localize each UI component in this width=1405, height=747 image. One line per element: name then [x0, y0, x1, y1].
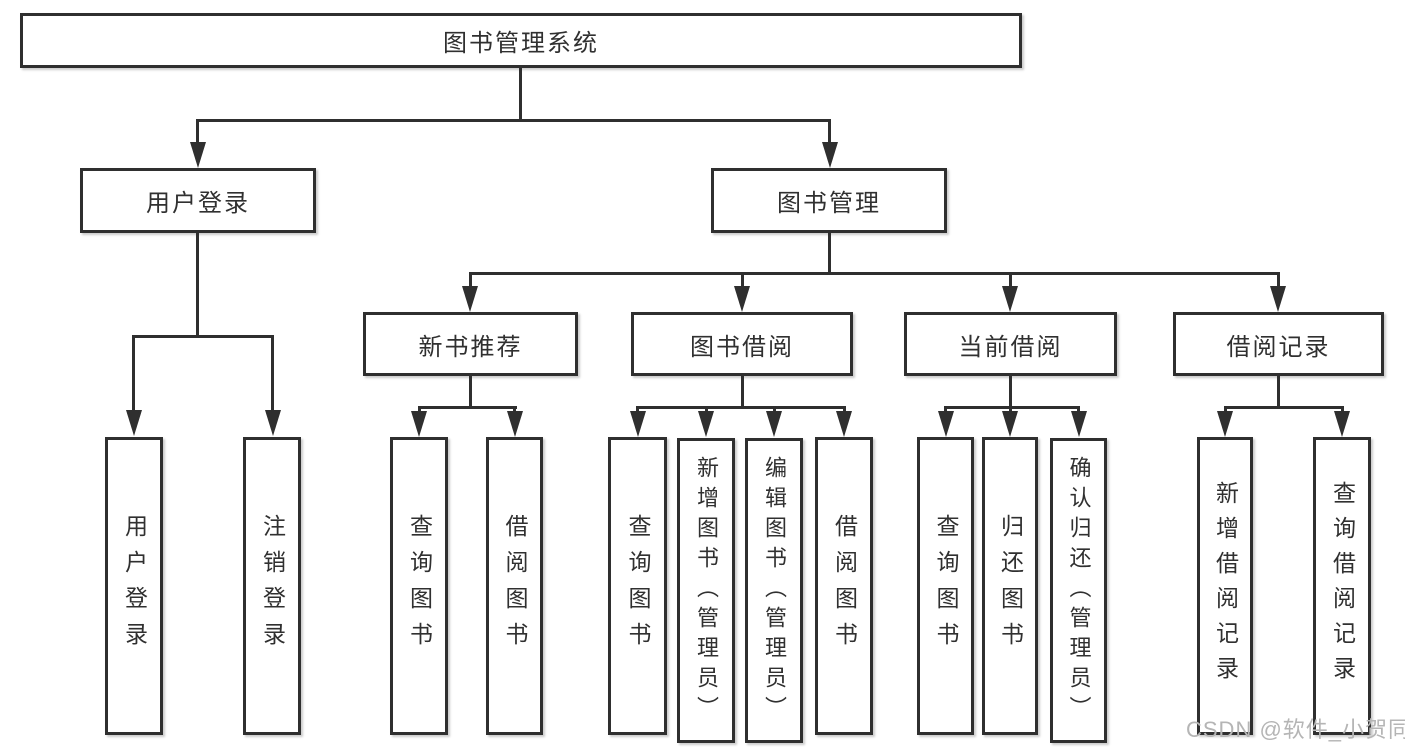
connector-current-borrow-stem	[1009, 376, 1012, 407]
connector-child-stem	[944, 406, 947, 414]
node-bb-add-books-admin: 新增图书（管理员）	[677, 438, 735, 743]
arrow-down-to-add-books	[698, 411, 714, 437]
node-label: 查询图书	[406, 514, 433, 658]
connector-current-borrow-split	[944, 406, 1080, 409]
connector-to-book-borrow-stem	[741, 272, 744, 288]
connector-user-login-stem	[196, 233, 199, 336]
connector-borrow-records-stem	[1277, 376, 1280, 407]
node-label: 归还图书	[997, 514, 1024, 658]
arrow-down-to-new-book-rec	[462, 286, 478, 312]
node-label: 查询图书	[625, 514, 651, 658]
connector-book-borrow-split	[636, 406, 846, 409]
connector-child-stem	[705, 406, 708, 414]
node-label: 图书管理系统	[443, 30, 599, 57]
connector-child-stem	[1009, 406, 1012, 414]
node-cb-confirm-return-admin: 确认归还（管理员）	[1050, 438, 1107, 743]
node-book-management: 图书管理	[711, 168, 947, 233]
connector-to-book-mgmt-stem	[828, 119, 831, 147]
arrow-down-to-borrow-books-2	[836, 411, 852, 437]
arrow-down-to-login-op	[126, 410, 142, 436]
node-label: 新增图书（管理员）	[694, 455, 719, 726]
node-bb-query-books: 查询图书	[608, 437, 667, 735]
node-label: 用户登录	[121, 514, 148, 658]
connector-to-login-op-stem	[132, 335, 135, 411]
connector-book-mgmt-stem	[828, 233, 831, 274]
arrow-down-to-query-books-1	[411, 411, 427, 437]
node-label: 查询借阅记录	[1329, 481, 1356, 691]
node-bb-edit-books-admin: 编辑图书（管理员）	[745, 438, 803, 743]
node-cb-return-books: 归还图书	[982, 437, 1038, 735]
node-label: 借阅图书	[831, 514, 858, 658]
connector-to-new-book-rec-stem	[469, 272, 472, 288]
connector-book-borrow-stem	[741, 376, 744, 407]
node-cb-query-books: 查询图书	[917, 437, 974, 735]
connector-root-split	[196, 119, 831, 122]
node-bb-borrow-books: 借阅图书	[815, 437, 873, 735]
connector-new-book-rec-split	[418, 406, 517, 409]
arrow-down-to-book-borrow	[734, 286, 750, 312]
connector-child-stem	[1341, 406, 1344, 414]
arrow-down-to-query-books-2	[630, 411, 646, 437]
arrow-down-to-current-borrow	[1002, 286, 1018, 312]
connector-to-borrow-records-stem	[1277, 272, 1280, 288]
arrow-down-to-logout-op	[265, 410, 281, 436]
arrow-down-to-user-login	[190, 142, 206, 168]
node-label: 图书借阅	[690, 333, 794, 361]
node-borrowing-records: 借阅记录	[1173, 312, 1384, 376]
connector-to-logout-op-stem	[271, 335, 274, 411]
node-book-borrowing: 图书借阅	[631, 312, 853, 376]
arrow-down-to-confirm-return	[1071, 411, 1087, 437]
node-new-book-recommendation: 新书推荐	[363, 312, 578, 376]
connector-user-login-split	[132, 335, 274, 338]
connector-child-stem	[843, 406, 846, 414]
connector-book-mgmt-split	[469, 272, 1280, 275]
arrow-down-to-query-books-3	[938, 411, 954, 437]
arrow-down-to-return-books	[1002, 411, 1018, 437]
node-label: 编辑图书（管理员）	[762, 455, 787, 726]
connector-root-stem	[519, 68, 522, 120]
node-user-login: 用户登录	[80, 168, 316, 233]
node-label: 新书推荐	[418, 333, 523, 361]
csdn-watermark: CSDN @软件_小贺同学	[1186, 717, 1405, 742]
node-user-login-operation: 用户登录	[105, 437, 163, 735]
node-rec-query-books: 查询图书	[390, 437, 448, 735]
node-label: 确认归还（管理员）	[1066, 455, 1092, 726]
node-label: 新增借阅记录	[1212, 481, 1239, 691]
arrow-down-to-query-record	[1334, 411, 1350, 437]
node-label: 查询图书	[933, 514, 959, 658]
connector-to-current-borrow-stem	[1009, 272, 1012, 288]
node-br-query-borrow-record: 查询借阅记录	[1313, 437, 1371, 735]
connector-to-user-login-stem	[196, 119, 199, 147]
connector-new-book-rec-stem	[469, 376, 472, 407]
node-rec-borrow-books: 借阅图书	[486, 437, 543, 735]
connector-child-stem	[418, 406, 421, 414]
connector-child-stem	[513, 406, 516, 414]
node-library-management-system: 图书管理系统	[20, 13, 1022, 68]
node-label: 借阅记录	[1226, 333, 1331, 361]
arrow-down-to-edit-books	[766, 411, 782, 437]
node-label: 借阅图书	[502, 514, 528, 658]
node-current-borrowing: 当前借阅	[904, 312, 1117, 376]
node-label: 注销登录	[259, 514, 286, 658]
arrow-down-to-borrow-books-1	[507, 411, 523, 437]
connector-child-stem	[773, 406, 776, 414]
node-label: 图书管理	[777, 190, 881, 217]
arrow-down-to-borrow-records	[1270, 286, 1286, 312]
node-logout-operation: 注销登录	[243, 437, 301, 735]
node-label: 当前借阅	[958, 333, 1063, 361]
connector-borrow-records-split	[1224, 406, 1344, 409]
arrow-down-to-book-mgmt	[822, 142, 838, 168]
connector-child-stem	[1077, 406, 1080, 414]
arrow-down-to-add-record	[1217, 411, 1233, 437]
node-label: 用户登录	[146, 190, 250, 217]
connector-child-stem	[1224, 406, 1227, 414]
connector-child-stem	[636, 406, 639, 414]
node-br-add-borrow-record: 新增借阅记录	[1197, 437, 1253, 735]
